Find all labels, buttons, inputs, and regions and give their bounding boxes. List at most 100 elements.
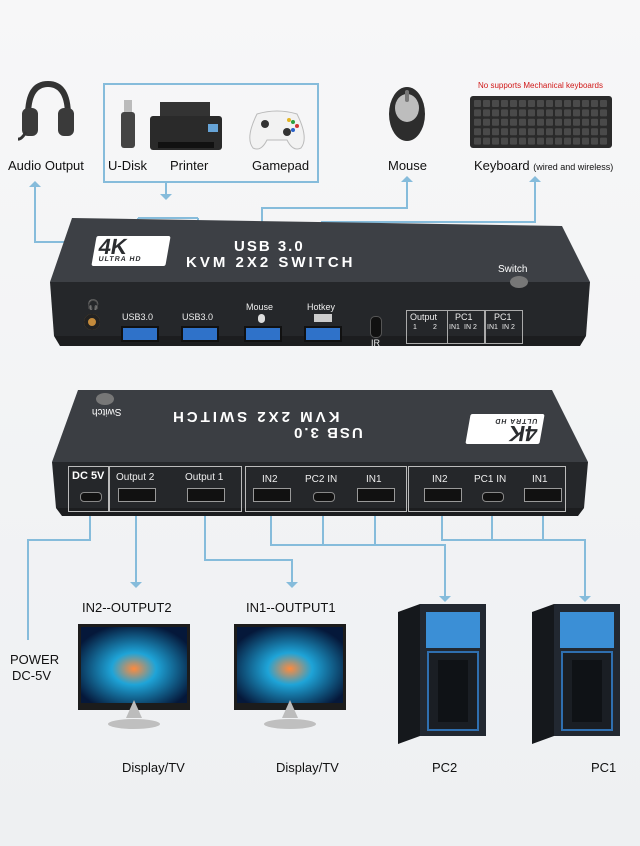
- pc2-label: PC2: [432, 760, 458, 775]
- keyboard-key: [501, 137, 508, 145]
- audio-jack[interactable]: [84, 314, 100, 330]
- keyboard-key: [591, 118, 598, 126]
- pc1-led-group-b: [485, 310, 523, 344]
- display-2-label: Display/TV: [276, 760, 339, 775]
- pc1-in-label: PC1 IN: [474, 474, 507, 485]
- usb-port-2[interactable]: [181, 326, 219, 342]
- rear-title-line2: KVM 2X2 SWITCH: [170, 408, 340, 425]
- monitor-1-icon: [78, 624, 190, 736]
- usb-port-1-label: USB3.0: [122, 312, 154, 322]
- usb-drive-icon: [118, 100, 138, 150]
- keyboard-key: [564, 137, 571, 145]
- keyboard-key: [510, 128, 517, 136]
- keyboard-key: [474, 100, 481, 107]
- pc1-in2-label: IN2: [432, 474, 448, 485]
- box-title-line2: KVM 2X2 SWITCH: [186, 254, 356, 271]
- pc1-led-a-in1: IN1: [449, 324, 460, 331]
- output1-hdmi-port[interactable]: [187, 488, 225, 502]
- pc1-led-a-label: PC1: [455, 312, 473, 322]
- keyboard-key: [492, 128, 499, 136]
- keyboard-key: [483, 109, 490, 117]
- pc1-led-a-in2: IN 2: [464, 324, 477, 331]
- keyboard-key: [555, 118, 562, 126]
- keyboard-usb-port[interactable]: [304, 326, 342, 342]
- keyboard-key: [492, 100, 499, 107]
- keyboard-key: [591, 109, 598, 117]
- keyboard-key: [528, 118, 535, 126]
- keyboard-key: [492, 137, 499, 145]
- 4k-logo-rear: 4K ULTRA HD: [465, 414, 545, 446]
- pc2-usb-port[interactable]: [313, 492, 335, 502]
- keyboard-key: [600, 118, 607, 126]
- usb-port-1[interactable]: [121, 326, 159, 342]
- keyboard-key: [564, 118, 571, 126]
- keyboard-key: [582, 128, 589, 136]
- keyboard-key: [582, 109, 589, 117]
- keyboard-key: [519, 118, 526, 126]
- keyboard-key: [591, 137, 598, 145]
- keyboard-key: [555, 137, 562, 145]
- keyboard-key: [474, 109, 481, 117]
- keyboard-key: [510, 118, 517, 126]
- 4k-logo-subtext: ULTRA HD: [97, 256, 143, 263]
- mouse-usb-port[interactable]: [244, 326, 282, 342]
- keyboard-key: [555, 128, 562, 136]
- keyboard-key: [537, 137, 544, 145]
- keyboard-key: [510, 137, 517, 145]
- keyboard-key: [564, 128, 571, 136]
- dc-port[interactable]: [80, 492, 102, 502]
- keyboard-key: [528, 137, 535, 145]
- power-voltage-label: DC-5V: [12, 668, 52, 683]
- keyboard-warning: No supports Mechanical keyboards: [478, 81, 603, 90]
- keyboard-key: [519, 128, 526, 136]
- pc1-in1-hdmi-port[interactable]: [524, 488, 562, 502]
- keyboard-key: [546, 118, 553, 126]
- display-1-label: Display/TV: [122, 760, 185, 775]
- switch-button-rear[interactable]: [96, 393, 114, 405]
- keyboard-key: [474, 128, 481, 136]
- hotkey-port-label: Hotkey: [307, 302, 336, 312]
- keyboard-label: Keyboard (wired and wireless): [474, 158, 613, 173]
- keyboard-key: [501, 109, 508, 117]
- in2-output2-label: IN2--OUTPUT2: [82, 600, 172, 615]
- kvm-box-front: [50, 218, 590, 350]
- mouse-port-icon: [258, 314, 265, 323]
- keyboard-key: [546, 137, 553, 145]
- keyboard-key: [573, 137, 580, 145]
- keyboard-key: [519, 137, 526, 145]
- keyboard-key: [474, 137, 481, 145]
- pc2-in2-label: IN2: [262, 474, 278, 485]
- pc2-in2-hdmi-port[interactable]: [253, 488, 291, 502]
- pc2-in1-hdmi-port[interactable]: [357, 488, 395, 502]
- pc1-in1-label: IN1: [532, 474, 548, 485]
- keyboard-key: [492, 118, 499, 126]
- pc1-port-group: [408, 466, 566, 512]
- gamepad-icon: [247, 108, 307, 152]
- keyboard-key: [483, 118, 490, 126]
- keyboard-key: [528, 100, 535, 107]
- pc1-in2-hdmi-port[interactable]: [424, 488, 462, 502]
- 4k-logo-rear-subtext: ULTRA HD: [493, 417, 539, 424]
- output-led-2-label: 2: [433, 324, 437, 331]
- output2-hdmi-port[interactable]: [118, 488, 156, 502]
- keyboard-key: [600, 137, 607, 145]
- output-port-group: [108, 466, 242, 512]
- pc1-usb-port[interactable]: [482, 492, 504, 502]
- headphone-icon: 🎧: [87, 300, 100, 311]
- keyboard-key: [555, 109, 562, 117]
- gamepad-label: Gamepad: [252, 158, 310, 173]
- keyboard-key: [510, 109, 517, 117]
- keyboard-key: [591, 128, 598, 136]
- mouse-label: Mouse: [388, 158, 428, 173]
- keyboard-key: [537, 109, 544, 117]
- printer-icon: [150, 102, 222, 154]
- keyboard-key: [519, 109, 526, 117]
- mouse-icon: [385, 84, 429, 144]
- switch-label-rear: Switch: [92, 406, 122, 417]
- pc2-port-group: [245, 466, 407, 512]
- switch-button[interactable]: [510, 276, 528, 288]
- keyboard-key: [528, 109, 535, 117]
- power-label: POWER: [10, 652, 60, 667]
- keyboard-key: [582, 118, 589, 126]
